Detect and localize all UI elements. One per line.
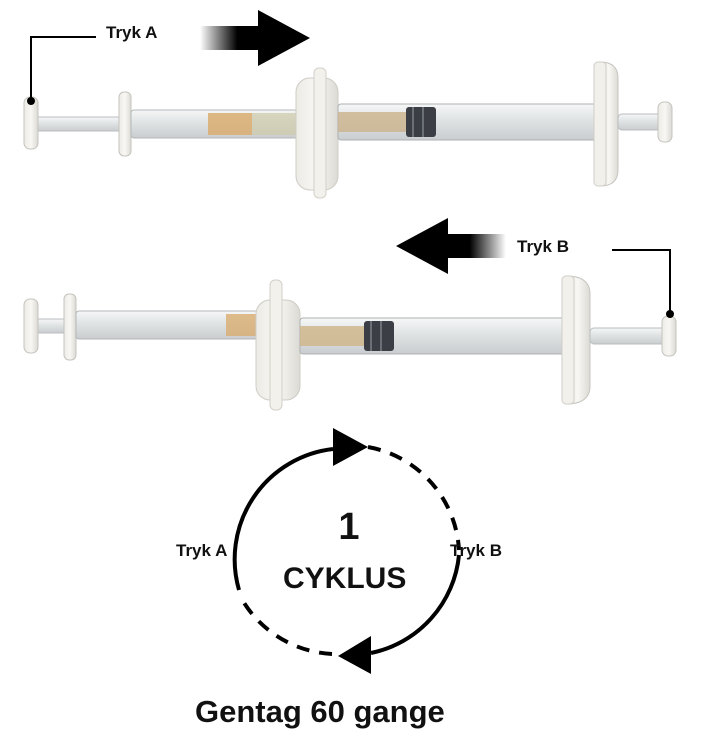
syringe-assembly-middle (23, 275, 677, 411)
push-point-b (666, 310, 674, 318)
push-b-label: Tryk B (517, 237, 569, 256)
leader-line-push-a (30, 36, 96, 100)
push-a-label: Tryk A (106, 23, 158, 42)
cycle-diagram (232, 428, 461, 674)
plunger-stopper (364, 321, 394, 351)
syringe-flange-left (63, 293, 77, 361)
plunger-disc-right (657, 101, 673, 143)
cycle-arrowhead-bottom-icon (338, 636, 371, 674)
syringe-flange-left (118, 91, 132, 157)
cycle-arc-dashed-left (238, 595, 333, 656)
arrow-left-icon (396, 218, 506, 274)
cycle-push-b-label: Tryk B (450, 541, 502, 560)
repeat-instruction: Gentag 60 gange (195, 694, 445, 729)
cycle-arc-dashed-right (367, 445, 461, 551)
plunger-disc-left (23, 298, 39, 354)
cycle-word: CYKLUS (283, 562, 407, 595)
cycle-count: 1 (338, 506, 360, 548)
cycle-arrowhead-top-icon (333, 428, 368, 466)
sample-mixture (208, 113, 252, 135)
cycle-arc-solid-right (370, 554, 461, 655)
cycle-arc-solid-left (232, 447, 334, 591)
cycle-push-a-label: Tryk A (176, 541, 228, 560)
plunger-stopper (406, 107, 436, 137)
sample-mixture (300, 326, 364, 346)
arrow-right-icon (200, 10, 310, 66)
push-point-a (27, 97, 35, 105)
plunger-disc-right (661, 315, 677, 357)
leader-line-push-b (612, 249, 671, 312)
syringe-assembly-top (23, 61, 673, 199)
